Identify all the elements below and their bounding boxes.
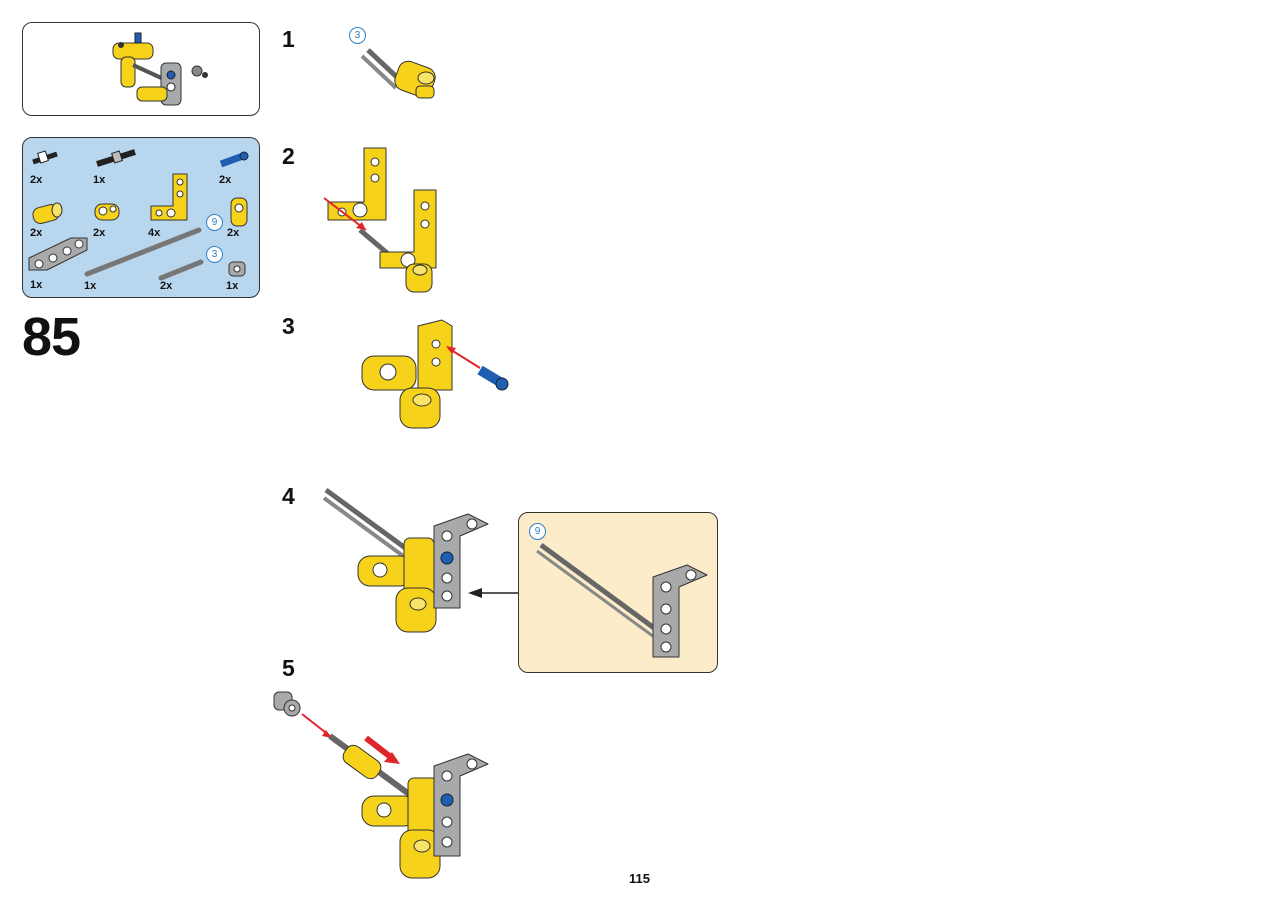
step5-illustration [273, 691, 489, 879]
overview-box [22, 22, 260, 116]
parts-qty: 2x [160, 280, 173, 292]
bush-axle-icon [32, 150, 58, 165]
axle-length-callout: 9 [529, 523, 546, 540]
overview-model-icon [112, 32, 208, 106]
build-step-number: 85 [22, 307, 81, 367]
bush-icon [228, 261, 246, 277]
step3-illustration [361, 319, 509, 429]
parts-qty: 2x [93, 227, 106, 239]
parts-qty: 1x [93, 174, 106, 186]
axle-9-icon [84, 227, 202, 277]
parts-illustrations [28, 149, 249, 281]
axle-3-icon [158, 259, 204, 281]
axle-length-callout: 3 [206, 246, 223, 263]
parts-qty: 2x [30, 227, 43, 239]
step4-illustration [322, 487, 489, 633]
parts-list: 2x 1x 2x 2x 2x 4x 2x 1x 1x 2x 1x 9 3 [22, 137, 260, 298]
yellow-connector-icon [32, 202, 63, 225]
step-number: 5 [282, 655, 295, 681]
parts-qty: 2x [219, 174, 232, 186]
cross-block-icon [94, 203, 120, 221]
subassembly-illustration [536, 542, 708, 658]
parts-qty: 2x [30, 174, 43, 186]
parts-qty: 1x [30, 279, 43, 291]
parts-qty: 1x [226, 280, 239, 292]
axle-length-callout: 3 [349, 27, 366, 44]
axle-length-callout: 9 [206, 214, 223, 231]
subassembly-box: 9 [518, 512, 718, 673]
step2-illustration [323, 147, 437, 293]
parts-qty: 4x [148, 227, 161, 239]
yellow-axle-connector-icon [230, 197, 248, 227]
long-pin-icon [96, 149, 136, 167]
blue-pin-icon [477, 365, 509, 391]
grey-l-beam-icon [28, 237, 88, 271]
insert-arrow [468, 588, 520, 598]
step-number: 3 [282, 313, 295, 339]
blue-pin-icon [219, 151, 249, 168]
step-number: 2 [282, 143, 295, 169]
step-number: 1 [282, 26, 295, 52]
step1-illustration [360, 48, 436, 99]
sheet-number: 115 [629, 871, 650, 886]
parts-qty: 1x [84, 280, 97, 292]
yellow-angle-beam-icon [150, 173, 188, 221]
step-number: 4 [282, 483, 295, 509]
parts-qty: 2x [227, 227, 240, 239]
bush-icon [273, 691, 301, 717]
